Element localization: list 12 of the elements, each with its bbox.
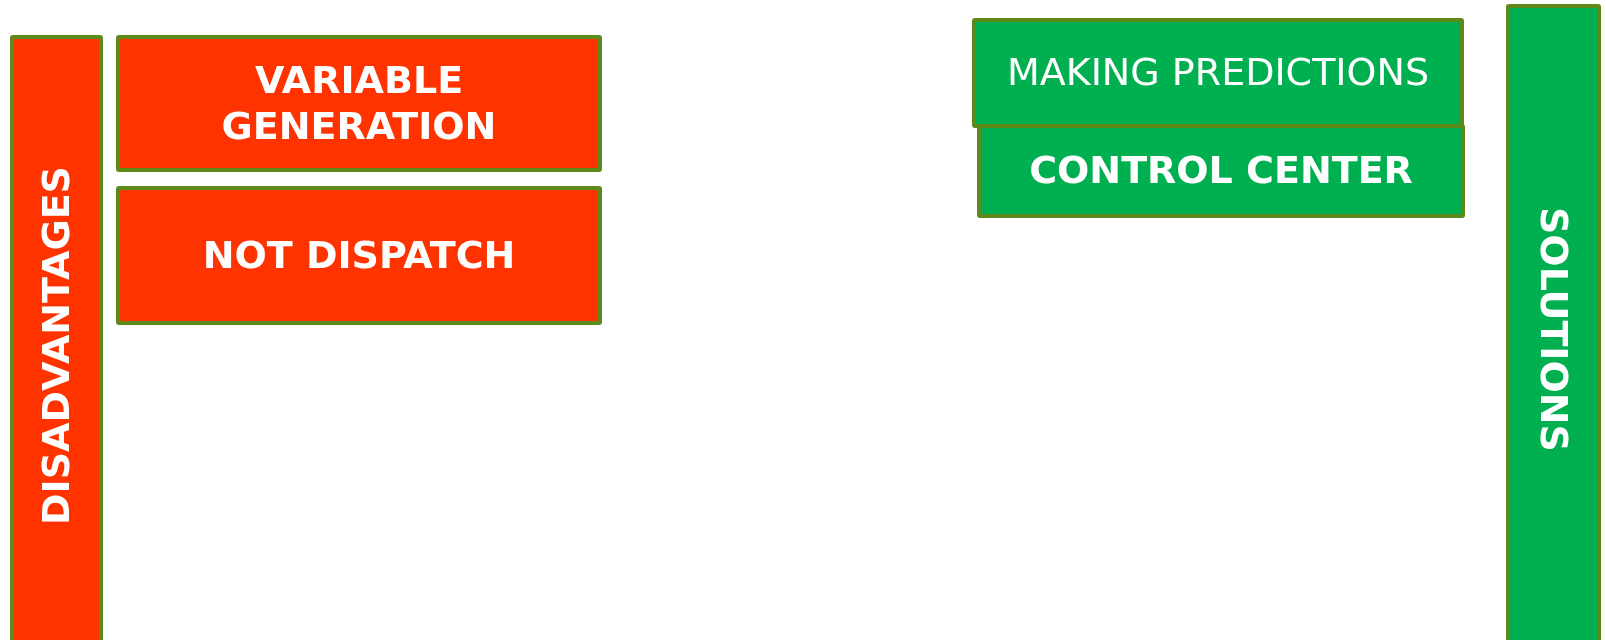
item-text: NOT DISPATCH — [202, 232, 516, 279]
disadvantages-bar — [10, 35, 103, 640]
item-text: MAKING PREDICTIONS — [1006, 50, 1430, 96]
disadvantage-box — [116, 35, 602, 172]
disadvantage-box — [116, 186, 602, 325]
solution-box — [977, 124, 1465, 218]
heading-text: SOLUTIONS — [1531, 206, 1577, 452]
item-text: CONTROL CENTER — [1029, 148, 1413, 194]
item-text: VARIABLE GENERATION — [220, 57, 498, 150]
solution-box — [972, 18, 1464, 128]
heading-text: DISADVANTAGES — [33, 165, 79, 525]
solutions-bar — [1506, 4, 1601, 640]
